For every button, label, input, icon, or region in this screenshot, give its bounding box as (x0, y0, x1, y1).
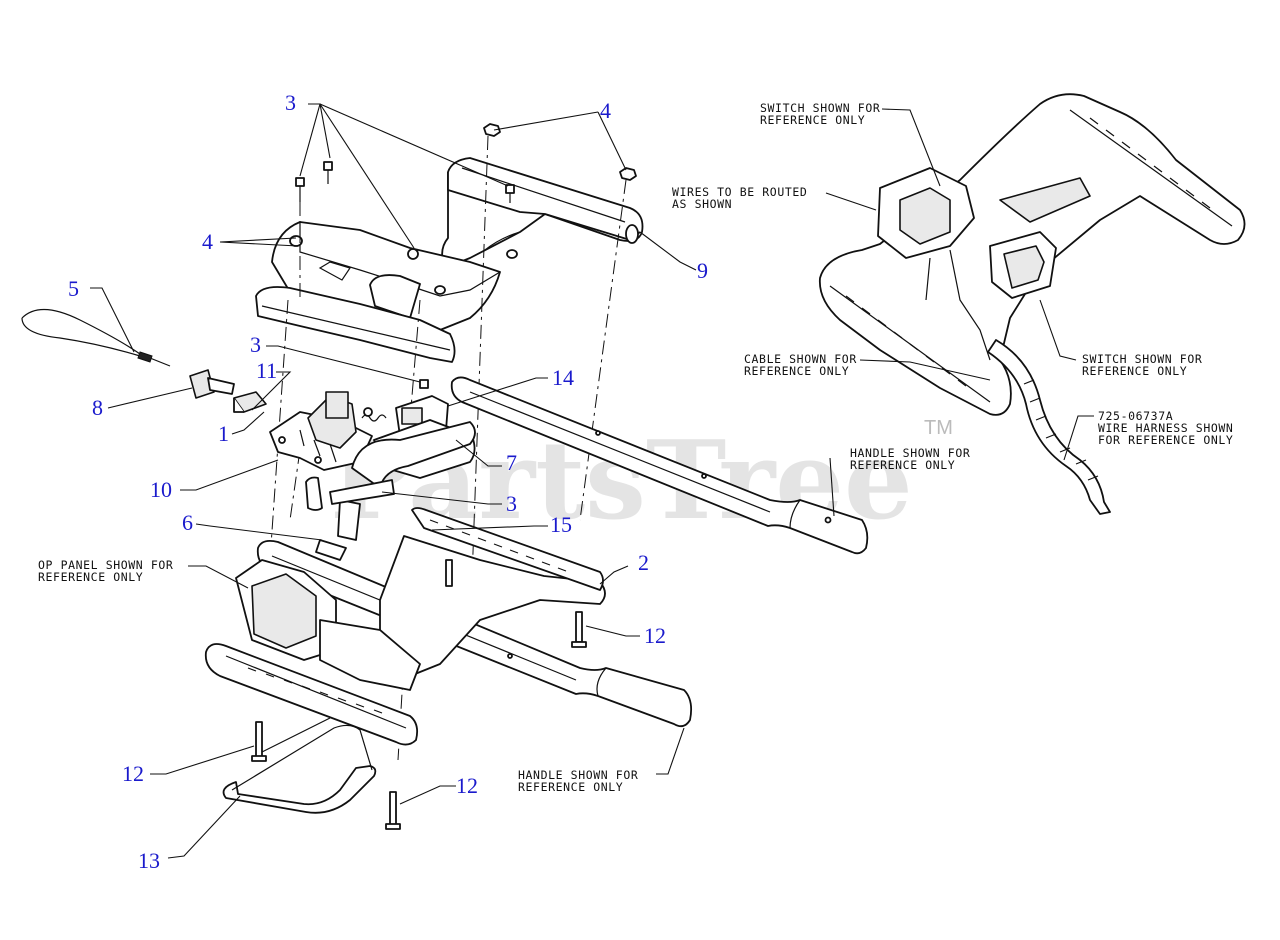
note-handle-upper-line1: HANDLE SHOWN FOR (850, 446, 970, 460)
note-wires-line2: AS SHOWN (672, 197, 732, 211)
callout-11: 11 (256, 358, 277, 383)
callout-15: 15 (550, 512, 572, 537)
callout-3: 3 (285, 90, 296, 115)
leader-lines (90, 103, 1094, 859)
watermark-trademark: TM (924, 417, 953, 439)
detail-view-wire-harness (987, 339, 1111, 515)
linkage-part-7 (329, 421, 476, 505)
alignment-lines (269, 135, 627, 761)
detail-view-handle (818, 93, 1246, 416)
callout-2: 2 (638, 550, 649, 575)
callout-4: 4 (600, 98, 611, 123)
note-switch-right-line1: SWITCH SHOWN FOR (1082, 352, 1202, 366)
pivot-link-part-6 (305, 476, 361, 561)
callout-1: 1 (218, 421, 229, 446)
note-switch-top-line1: SWITCH SHOWN FOR (760, 101, 880, 115)
note-op-panel-line1: OP PANEL SHOWN FOR (38, 558, 173, 572)
note-handle-lower-line1: HANDLE SHOWN FOR (518, 768, 638, 782)
note-switch-right-line2: REFERENCE ONLY (1082, 364, 1187, 378)
note-op-panel-line2: REFERENCE ONLY (38, 570, 143, 584)
callout-12: 12 (456, 773, 478, 798)
callout-9: 9 (697, 258, 708, 283)
note-handle-upper-line2: REFERENCE ONLY (850, 458, 955, 472)
note-switch-top-line2: REFERENCE ONLY (760, 113, 865, 127)
note-harness-line3: FOR REFERENCE ONLY (1098, 433, 1233, 447)
note-cable-line2: REFERENCE ONLY (744, 364, 849, 378)
callout-14: 14 (552, 365, 574, 390)
callout-numbers: 3 4 4 9 5 3 11 14 8 1 7 10 3 6 15 2 12 1… (68, 90, 708, 873)
bottom-rail (204, 619, 421, 746)
switch-assembly-part-10 (269, 391, 373, 471)
note-harness-line2: WIRE HARNESS SHOWN (1098, 421, 1233, 435)
switch-block-part-1 (233, 391, 267, 413)
safety-key-part-8 (189, 369, 235, 399)
callout-8: 8 (92, 395, 103, 420)
console-cover-part-9 (441, 157, 644, 269)
callout-6: 6 (182, 510, 193, 535)
note-cable-line1: CABLE SHOWN FOR (744, 352, 857, 366)
reference-notes: SWITCH SHOWN FOR REFERENCE ONLY WIRES TO… (38, 101, 1233, 794)
handle-shroud-part (255, 286, 456, 363)
callout-4: 4 (202, 229, 213, 254)
screw-set-part-3 (295, 161, 515, 389)
note-wires-line1: WIRES TO BE ROUTED (672, 185, 807, 199)
callout-5: 5 (68, 276, 79, 301)
callout-12: 12 (122, 761, 144, 786)
note-handle-lower-line2: REFERENCE ONLY (518, 780, 623, 794)
nut-set-part-4 (483, 123, 637, 181)
callout-10: 10 (150, 477, 172, 502)
callout-12: 12 (644, 623, 666, 648)
bolt-set-part-12 (251, 559, 587, 830)
key-lanyard-part-5 (21, 308, 171, 367)
bail-bar-part-13 (222, 717, 377, 814)
callout-3: 3 (250, 332, 261, 357)
upper-handle-tube (450, 376, 869, 555)
spring-part-11 (361, 407, 387, 422)
callout-13: 13 (138, 848, 160, 873)
note-harness-line1: 725-06737A (1098, 409, 1173, 423)
callout-3: 3 (506, 491, 517, 516)
callout-7: 7 (506, 450, 517, 475)
